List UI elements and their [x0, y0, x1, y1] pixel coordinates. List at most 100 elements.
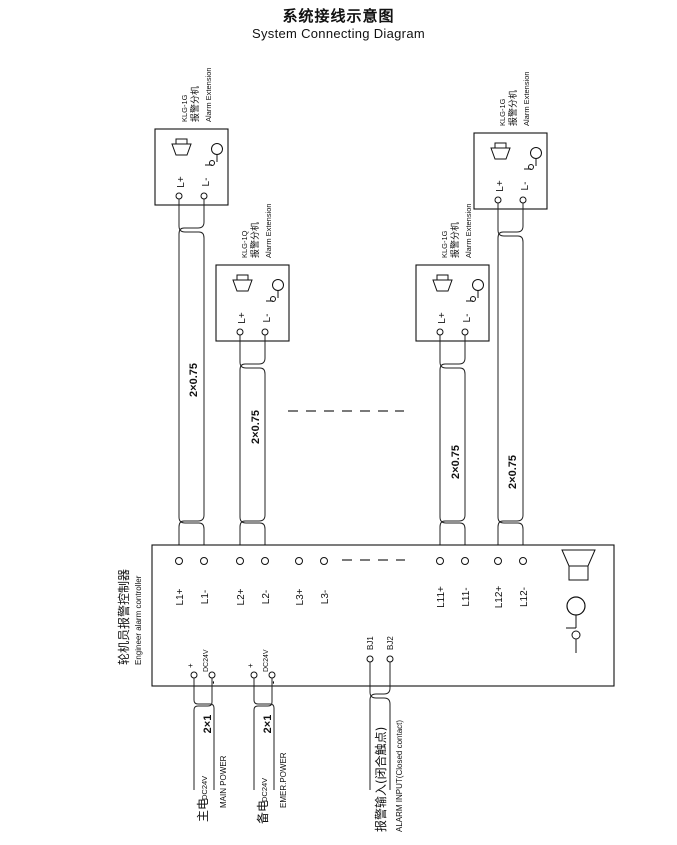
terminal-l11-pos — [436, 557, 444, 565]
speaker-icon — [432, 274, 453, 292]
extension-3-terminal-neg — [461, 328, 469, 336]
extension-4-term-pos: L+ — [495, 180, 506, 192]
terminal-l12-pos — [494, 557, 502, 565]
extension-3-term-pos: L+ — [437, 312, 448, 324]
extension-1-term-neg: L- — [201, 178, 212, 187]
controller-name-cn: 轮机员报警控制器 — [116, 569, 131, 665]
speaker-icon — [490, 142, 511, 160]
extension-1-terminal-neg — [200, 192, 208, 200]
alarm-extension-4: L+ L- KLG-1G 报警分机 Alarm Extension — [473, 71, 548, 210]
emer-dc-label: DC24V — [263, 649, 270, 672]
extension-4-term-neg: L- — [520, 182, 531, 191]
extension-2-terminal-neg — [261, 328, 269, 336]
bell-icon — [466, 279, 484, 302]
extension-1-name-en: Alarm Extension — [204, 67, 213, 122]
emer-minus-sign: - — [268, 681, 278, 684]
emer-plus-sign: + — [246, 663, 255, 668]
bell-icon — [266, 279, 284, 302]
cable-l2: 2×0.75 — [239, 335, 266, 557]
bj2-terminal — [386, 655, 394, 663]
extension-4-name-cn: 报警分机 — [507, 90, 519, 126]
terminal-l2-neg — [261, 557, 269, 565]
terminal-label-l11-neg: L11- — [461, 587, 472, 606]
bj1-label: BJ1 — [366, 636, 375, 650]
cable-l1: 2×0.75 — [178, 199, 205, 557]
alarm-extension-1: L+ L- KLG-1G 报警分机 Alarm Extension — [154, 67, 229, 206]
extension-4-name-en: Alarm Extension — [522, 71, 531, 126]
terminal-label-l1-pos: L1+ — [175, 588, 186, 605]
extension-2-name-en: Alarm Extension — [264, 203, 273, 258]
cable-l11-label: 2×0.75 — [450, 445, 462, 479]
extension-3-model: KLG-1G — [440, 230, 449, 258]
emer-power-cn: 备电 — [256, 800, 270, 824]
bell-icon — [205, 143, 223, 166]
main-power-cn: 主电 — [196, 798, 210, 822]
cable-l11: 2×0.75 — [439, 335, 466, 557]
extension-1-model: KLG-1G — [180, 94, 189, 122]
terminal-label-l2-neg: L2- — [261, 590, 272, 604]
extension-4-terminal-neg — [519, 196, 527, 204]
main-power-en: MAIN POWER — [219, 755, 228, 808]
cable-l1-label: 2×0.75 — [188, 363, 200, 397]
cable-l12: 2×0.75 — [497, 203, 524, 557]
main-plus-sign: + — [186, 663, 195, 668]
cable-l12-label: 2×0.75 — [507, 455, 519, 489]
terminal-l2-pos — [236, 557, 244, 565]
alarm-extension-3: L+ L- KLG-1G 报警分机 Alarm Extension — [415, 203, 490, 342]
alarm-extension-2: L+ L- KLG-1Q 报警分机 Alarm Extension — [215, 203, 290, 342]
cable-l2-label: 2×0.75 — [250, 410, 262, 444]
extension-3-box — [415, 264, 490, 342]
emer-power-cable-label: 2×1 — [262, 715, 274, 734]
extension-2-box — [215, 264, 290, 342]
alarm-input-cn: 报警输入(闭合触点) — [373, 727, 388, 832]
alarm-input-en: ALARM INPUT(Closed contact) — [395, 720, 404, 832]
main-dc-label: DC24V — [203, 649, 210, 672]
terminal-label-l2-pos: L2+ — [236, 588, 247, 605]
extension-1-terminal-pos — [175, 192, 183, 200]
alarm-input-wiring: 报警输入(闭合触点) ALARM INPUT(Closed contact) — [369, 662, 404, 832]
terminal-label-l12-neg: L12- — [519, 587, 530, 607]
extension-1-term-pos: L+ — [176, 176, 187, 188]
page-subtitle: System Connecting Diagram — [252, 26, 425, 41]
bj2-label: BJ2 — [386, 636, 395, 650]
terminal-label-l1-neg: L1- — [200, 590, 211, 604]
extension-2-term-neg: L- — [262, 314, 273, 323]
extension-2-model: KLG-1Q — [240, 230, 249, 258]
emer-power-en: EMER.POWER — [279, 752, 288, 808]
main-power-cable-label: 2×1 — [202, 715, 214, 734]
bj1-terminal — [366, 655, 374, 663]
extension-4-model: KLG-1G — [498, 98, 507, 126]
terminal-label-l12-pos: L12+ — [494, 586, 505, 609]
speaker-icon — [232, 274, 253, 292]
extension-3-term-neg: L- — [462, 314, 473, 323]
controller-box — [151, 544, 615, 687]
extension-1-box — [154, 128, 229, 206]
extension-4-box — [473, 132, 548, 210]
speaker-icon — [561, 549, 596, 581]
extension-3-name-en: Alarm Extension — [464, 203, 473, 258]
terminal-label-l3-neg: L3- — [320, 590, 331, 604]
terminal-label-l3-pos: L3+ — [295, 588, 306, 605]
terminal-l11-neg — [461, 557, 469, 565]
terminal-label-l11-pos: L11+ — [436, 586, 447, 608]
terminal-l3-neg — [320, 557, 328, 565]
emer-power-dc: DC24V — [260, 778, 269, 802]
terminal-l1-neg — [200, 557, 208, 565]
extension-1-name-cn: 报警分机 — [189, 86, 201, 122]
speaker-icon — [171, 138, 192, 156]
terminal-l3-pos — [295, 557, 303, 565]
page-title: 系统接线示意图 — [282, 7, 395, 25]
emer-power-wiring: 2×1 备电 DC24V EMER.POWER — [253, 678, 288, 824]
controller-name-en: Engineer alarm controller — [134, 575, 143, 665]
extension-3-terminal-pos — [436, 328, 444, 336]
extension-2-terminal-pos — [236, 328, 244, 336]
extension-2-term-pos: L+ — [237, 312, 248, 324]
main-power-dc: DC24V — [200, 776, 209, 800]
alarm-controller: 轮机员报警控制器 Engineer alarm controller L1+ L… — [116, 544, 615, 687]
main-power-wiring: 2×1 主电 DC24V MAIN POWER — [193, 678, 228, 822]
extension-2-name-cn: 报警分机 — [249, 222, 261, 258]
terminal-l1-pos — [175, 557, 183, 565]
terminal-l12-neg — [519, 557, 527, 565]
extension-4-terminal-pos — [494, 196, 502, 204]
